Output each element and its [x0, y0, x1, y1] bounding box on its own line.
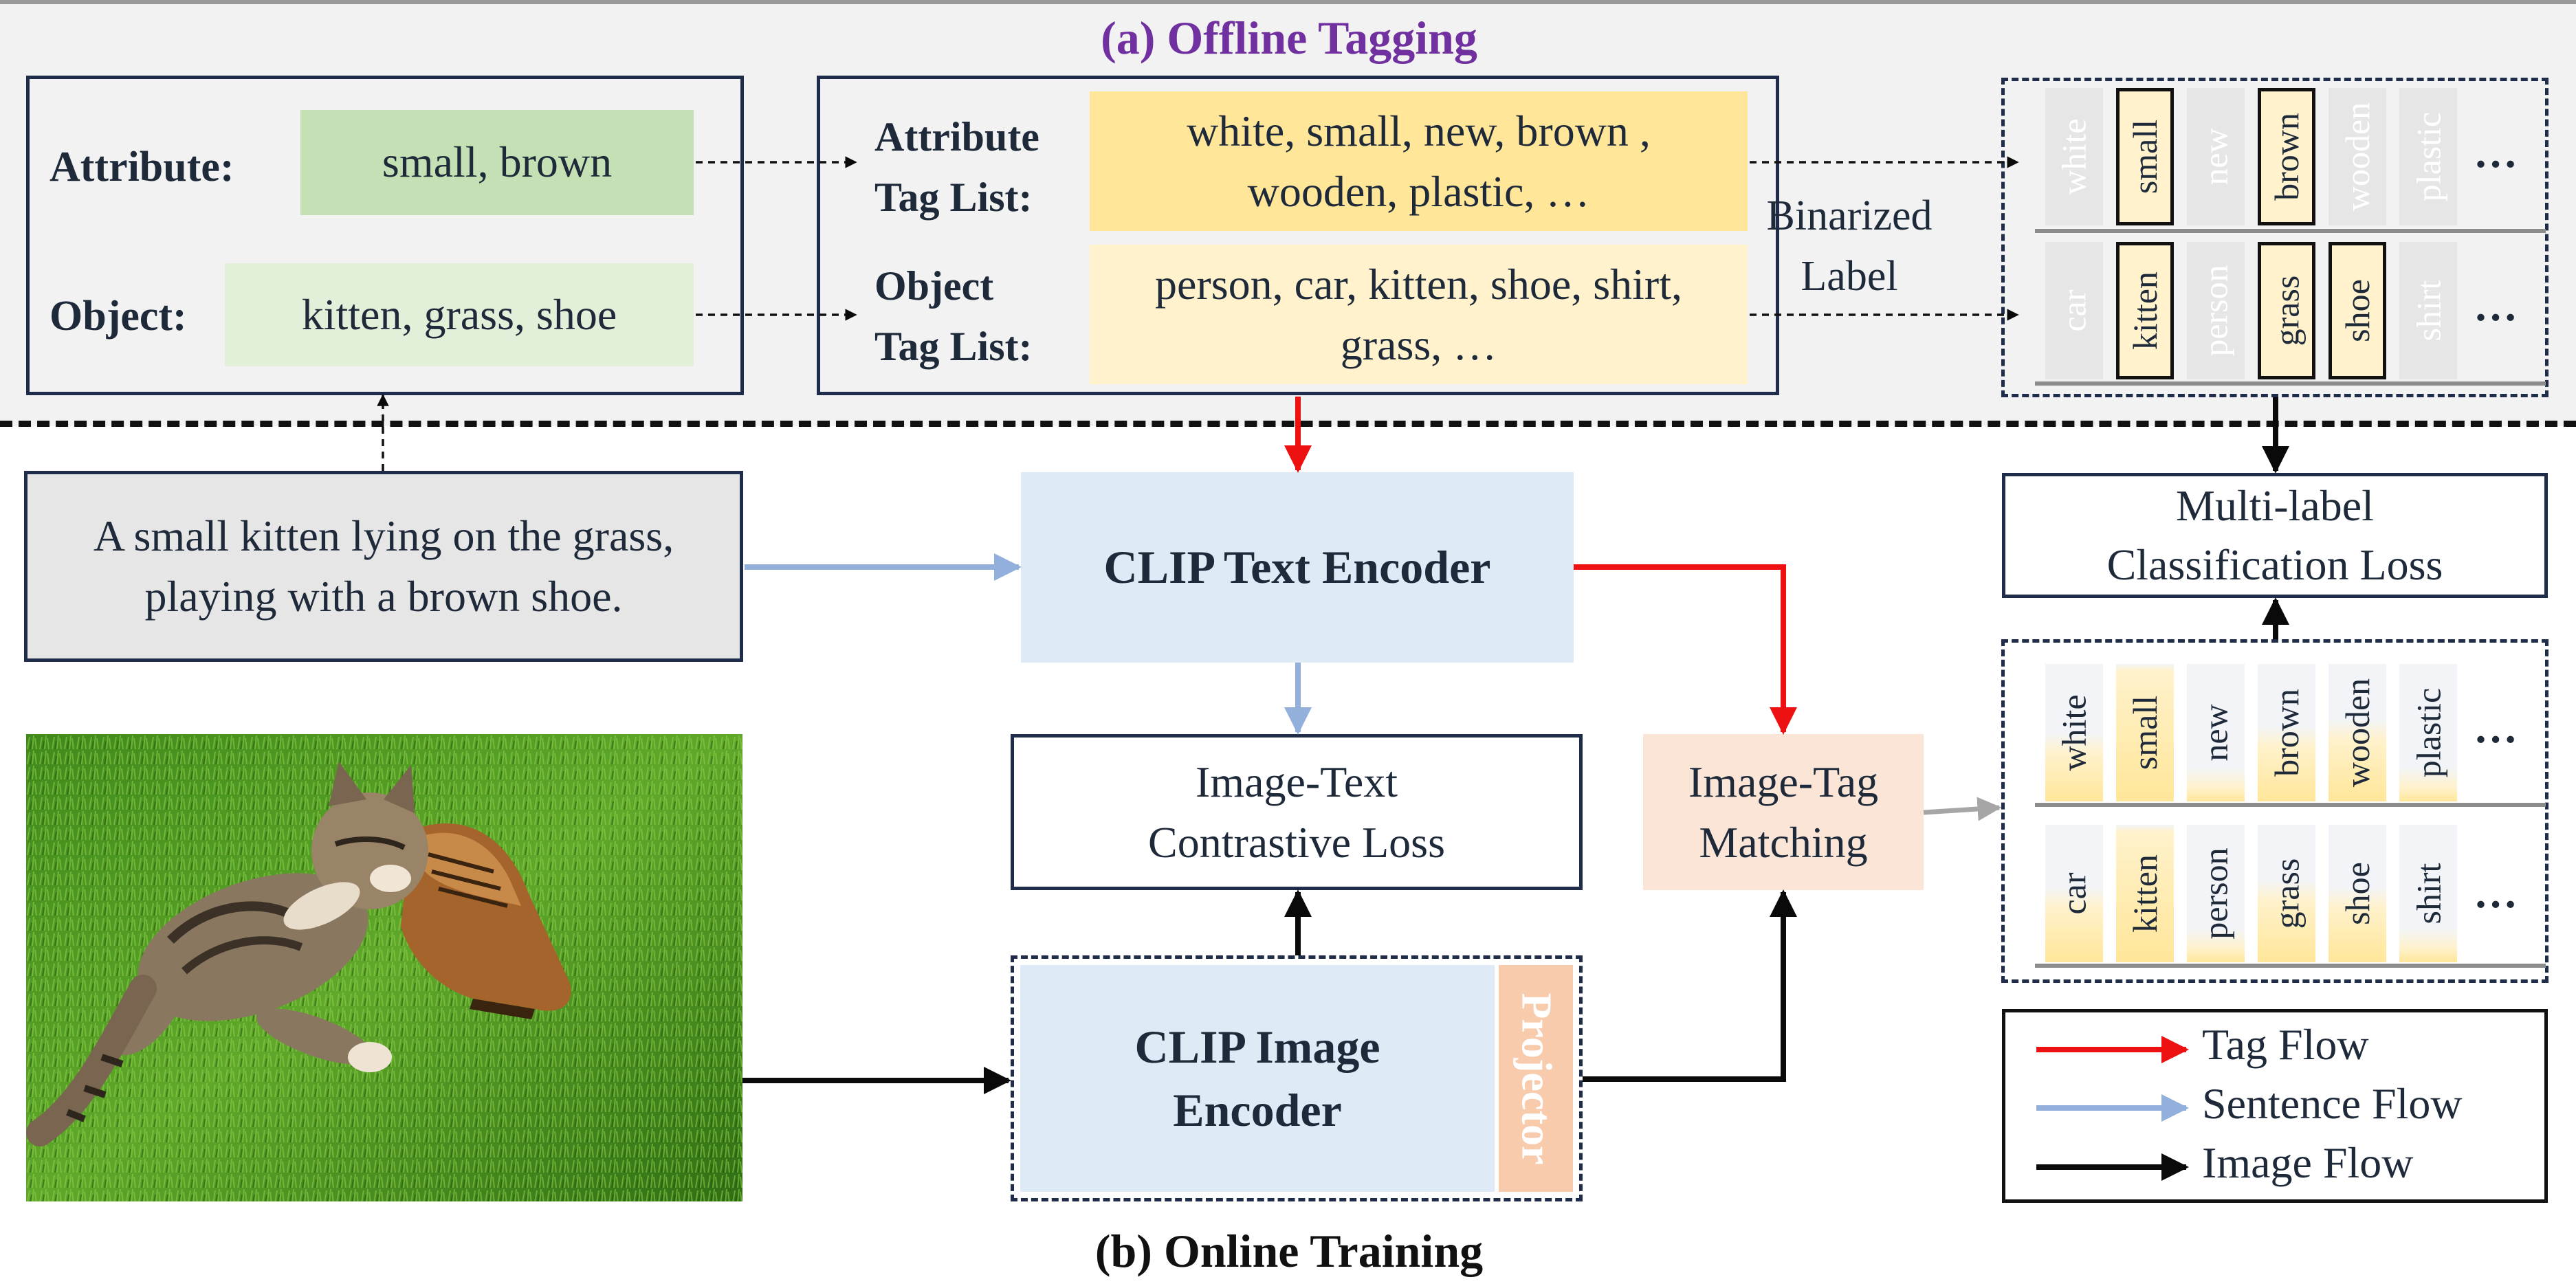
image-tag-matching-line1: Image-Tag	[1688, 757, 1879, 806]
offline-tagging-title: (a) Offline Tagging	[1101, 11, 1477, 64]
predicted-object-baseline	[2035, 964, 2546, 968]
binarized-attribute-baseline	[2035, 229, 2546, 233]
image-tag-matching-line2: Matching	[1699, 817, 1868, 867]
image-text-contrastive-loss: Image-Text Contrastive Loss	[1011, 734, 1583, 890]
attribute-label: Attribute:	[49, 144, 234, 190]
binarized-attribute-cell: small	[2116, 88, 2174, 225]
binarized-object-cell: person	[2187, 242, 2245, 379]
clip-text-encoder: CLIP Text Encoder	[1021, 472, 1574, 663]
predicted-object-cell: shoe	[2329, 825, 2386, 962]
binarized-attribute-ellipsis: …	[2474, 128, 2520, 177]
object-taglist-value: person, car, kitten, shoe, shirt, grass,…	[1090, 245, 1748, 384]
object-value: kitten, grass, shoe	[225, 263, 694, 366]
clip-image-encoder: CLIP Image Encoder	[1020, 965, 1495, 1192]
predicted-object-cell: kitten	[2116, 825, 2174, 962]
binarized-label-line1: Binarized	[1766, 192, 1933, 239]
multilabel-loss-line1: Multi-label	[2176, 481, 2374, 530]
binarized-attribute-cell: brown	[2258, 88, 2315, 225]
object-taglist-value-line2: grass, …	[1340, 320, 1497, 369]
predicted-attribute-cell: brown	[2258, 664, 2315, 801]
projector: Projector	[1499, 965, 1573, 1192]
object-taglist-value-line1: person, car, kitten, shoe, shirt,	[1154, 259, 1683, 309]
caption-line1: A small kitten lying on the grass,	[93, 511, 674, 560]
image-tag-matching: Image-Tag Matching	[1643, 734, 1924, 890]
kitten-photo	[26, 734, 742, 1201]
predicted-object-cell: person	[2187, 825, 2245, 962]
predicted-attribute-cell: plastic	[2399, 664, 2457, 801]
caption-sentence-box: A small kitten lying on the grass, playi…	[24, 471, 743, 662]
contrastive-loss-line2: Contrastive Loss	[1148, 817, 1445, 867]
image-encoder-line1: CLIP Image	[1134, 1021, 1380, 1073]
object-taglist-label-line1: Object	[874, 263, 994, 309]
binarized-label-line2: Label	[1801, 252, 1898, 300]
binarized-attribute-cell: plastic	[2399, 88, 2457, 225]
binarized-object-cell: shoe	[2329, 242, 2386, 379]
binarized-attribute-cell: white	[2045, 88, 2103, 225]
attribute-taglist-label-line2: Tag List:	[874, 175, 1033, 220]
attribute-taglist-value: white, small, new, brown , wooden, plast…	[1090, 91, 1748, 231]
caption-line2: playing with a brown shoe.	[144, 572, 623, 621]
binarized-object-baseline	[2035, 381, 2546, 386]
binarized-object-ellipsis: …	[2474, 281, 2520, 330]
binarized-label-caption: Binarized Label	[1767, 182, 1933, 309]
object-label: Object:	[49, 293, 187, 340]
legend-sentence-flow-label: Sentence Flow	[2202, 1079, 2463, 1128]
multilabel-classification-loss: Multi-label Classification Loss	[2002, 473, 2548, 598]
binarized-object-cell: grass	[2258, 242, 2315, 379]
object-taglist-label: Object Tag List:	[874, 256, 1033, 377]
predicted-attribute-cell: white	[2045, 664, 2103, 801]
arrow-projector-to-matching	[1583, 889, 1797, 1082]
predicted-attribute-baseline	[2035, 803, 2546, 807]
legend-tag-flow-label: Tag Flow	[2202, 1020, 2369, 1069]
legend-image-flow-label: Image Flow	[2202, 1138, 2414, 1187]
kitten-photo-drawing	[26, 734, 742, 1201]
contrastive-loss-line1: Image-Text	[1195, 757, 1398, 806]
binarized-attribute-cell: new	[2187, 88, 2245, 225]
image-encoder-line2: Encoder	[1173, 1084, 1342, 1136]
attribute-taglist-value-line2: wooden, plastic, …	[1247, 166, 1590, 216]
attribute-value: small, brown	[300, 110, 694, 215]
online-training-title: (b) Online Training	[1094, 1224, 1484, 1277]
object-taglist-label-line2: Tag List:	[874, 324, 1033, 369]
binarized-attribute-cell: wooden	[2329, 88, 2386, 225]
predicted-object-cell: car	[2045, 825, 2103, 962]
section-divider	[0, 421, 2576, 427]
binarized-object-cell: car	[2045, 242, 2103, 379]
attribute-taglist-label: Attribute Tag List:	[874, 107, 1039, 228]
binarized-object-cell: shirt	[2399, 242, 2457, 379]
predicted-object-cell: grass	[2258, 825, 2315, 962]
predicted-object-ellipsis: …	[2474, 868, 2520, 917]
predicted-attribute-cell: wooden	[2329, 664, 2386, 801]
predicted-object-cell: shirt	[2399, 825, 2457, 962]
attribute-taglist-label-line1: Attribute	[874, 114, 1039, 159]
arrow-matching-to-predicted	[1923, 797, 2002, 821]
multilabel-loss-line2: Classification Loss	[2106, 540, 2443, 589]
binarized-object-cell: kitten	[2116, 242, 2174, 379]
predicted-attribute-cell: small	[2116, 664, 2174, 801]
predicted-attribute-cell: new	[2187, 664, 2245, 801]
arrow-text-encoder-to-matching	[1574, 564, 1797, 735]
predicted-attribute-ellipsis: …	[2474, 703, 2520, 752]
attribute-taglist-value-line1: white, small, new, brown ,	[1187, 106, 1651, 155]
